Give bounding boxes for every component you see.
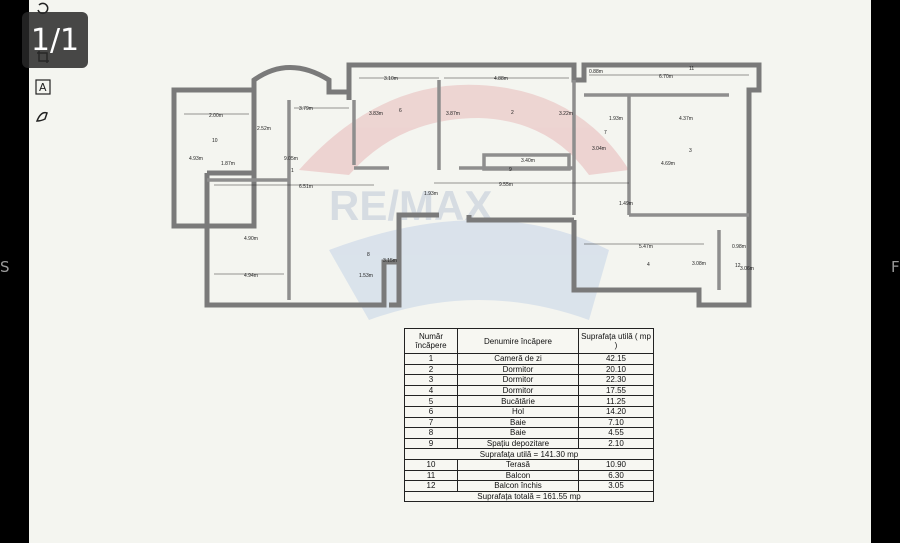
svg-text:2: 2: [511, 110, 514, 116]
subtotal-row: Suprafața utilă = 141.30 mp: [404, 448, 654, 460]
svg-text:1: 1: [291, 168, 294, 174]
watermark-text: RE/MAX: [329, 182, 492, 229]
svg-text:4.90m: 4.90m: [244, 236, 258, 242]
svg-text:3.06m: 3.06m: [740, 266, 754, 272]
floor-plan-document: RE/MAX: [29, 0, 871, 543]
wall-right-bottom: [571, 220, 752, 308]
page-counter: 1/1: [22, 12, 88, 68]
header-area: Suprafața utilă ( mp ): [578, 328, 654, 354]
rooms-table: Număr încăpere Denumire încăpere Suprafa…: [404, 328, 654, 503]
svg-text:1.93m: 1.93m: [424, 191, 438, 197]
subtotal-text: Suprafața utilă = 141.30 mp: [404, 448, 654, 460]
right-edge-text: F: [891, 258, 900, 276]
svg-text:6.70m: 6.70m: [659, 74, 673, 80]
svg-text:3.40m: 3.40m: [521, 158, 535, 164]
svg-text:6: 6: [399, 108, 402, 114]
svg-text:3.87m: 3.87m: [446, 111, 460, 117]
balcony-terrace: [171, 87, 257, 229]
svg-text:3: 3: [689, 148, 692, 154]
svg-text:3.10m: 3.10m: [384, 76, 398, 82]
svg-text:12: 12: [735, 263, 741, 269]
svg-text:5.47m: 5.47m: [639, 244, 653, 250]
floor-plan-drawing: RE/MAX: [171, 62, 762, 320]
svg-text:4: 4: [647, 262, 650, 268]
header-room-name: Denumire încăpere: [457, 328, 579, 354]
svg-text:6.51m: 6.51m: [299, 184, 313, 190]
svg-text:8: 8: [367, 252, 370, 258]
wall-living: [204, 173, 402, 308]
svg-text:7: 7: [604, 130, 607, 136]
svg-text:11: 11: [689, 66, 694, 72]
svg-text:3.04m: 3.04m: [592, 146, 606, 152]
svg-text:1.93m: 1.93m: [609, 116, 623, 122]
svg-text:4.94m: 4.94m: [244, 273, 258, 279]
svg-text:9: 9: [509, 167, 512, 173]
left-edge-text: S: [0, 258, 10, 276]
svg-text:2.00m: 2.00m: [209, 113, 223, 119]
svg-text:3.83m: 3.83m: [369, 111, 383, 117]
svg-text:2.52m: 2.52m: [257, 126, 271, 132]
wall-bath8: [396, 212, 439, 262]
svg-text:4.69m: 4.69m: [661, 161, 675, 167]
svg-text:4.37m: 4.37m: [679, 116, 693, 122]
svg-text:3.15m: 3.15m: [383, 258, 397, 264]
svg-text:3.22m: 3.22m: [559, 111, 573, 117]
storage-9: [482, 153, 571, 171]
wall-top: [346, 62, 762, 220]
total-row: Suprafața totală = 161.55 mp: [404, 490, 654, 503]
svg-text:9.55m: 9.55m: [499, 182, 513, 188]
total-text: Suprafața totală = 161.55 mp: [404, 490, 654, 503]
wall-left: [207, 90, 257, 176]
svg-text:1.53m: 1.53m: [359, 273, 373, 279]
text-icon[interactable]: A: [34, 78, 52, 96]
svg-text:A: A: [39, 81, 47, 94]
svg-text:4.93m: 4.93m: [189, 156, 203, 162]
svg-text:0.98m: 0.98m: [732, 244, 746, 250]
wall-corridor: [466, 215, 574, 223]
svg-text:4.88m: 4.88m: [494, 76, 508, 82]
svg-text:3.08m: 3.08m: [692, 261, 706, 267]
svg-text:3.79m: 3.79m: [299, 106, 313, 112]
svg-text:9.05m: 9.05m: [284, 156, 298, 162]
svg-text:0.88m: 0.88m: [589, 69, 603, 75]
svg-text:1.87m: 1.87m: [221, 161, 235, 167]
remax-watermark: RE/MAX: [299, 84, 629, 320]
wall-arch: [251, 65, 352, 100]
header-number: Număr încăpere: [404, 328, 458, 354]
svg-text:10: 10: [212, 138, 218, 144]
paint-icon[interactable]: [34, 108, 52, 126]
svg-text:1.49m: 1.49m: [619, 201, 633, 207]
